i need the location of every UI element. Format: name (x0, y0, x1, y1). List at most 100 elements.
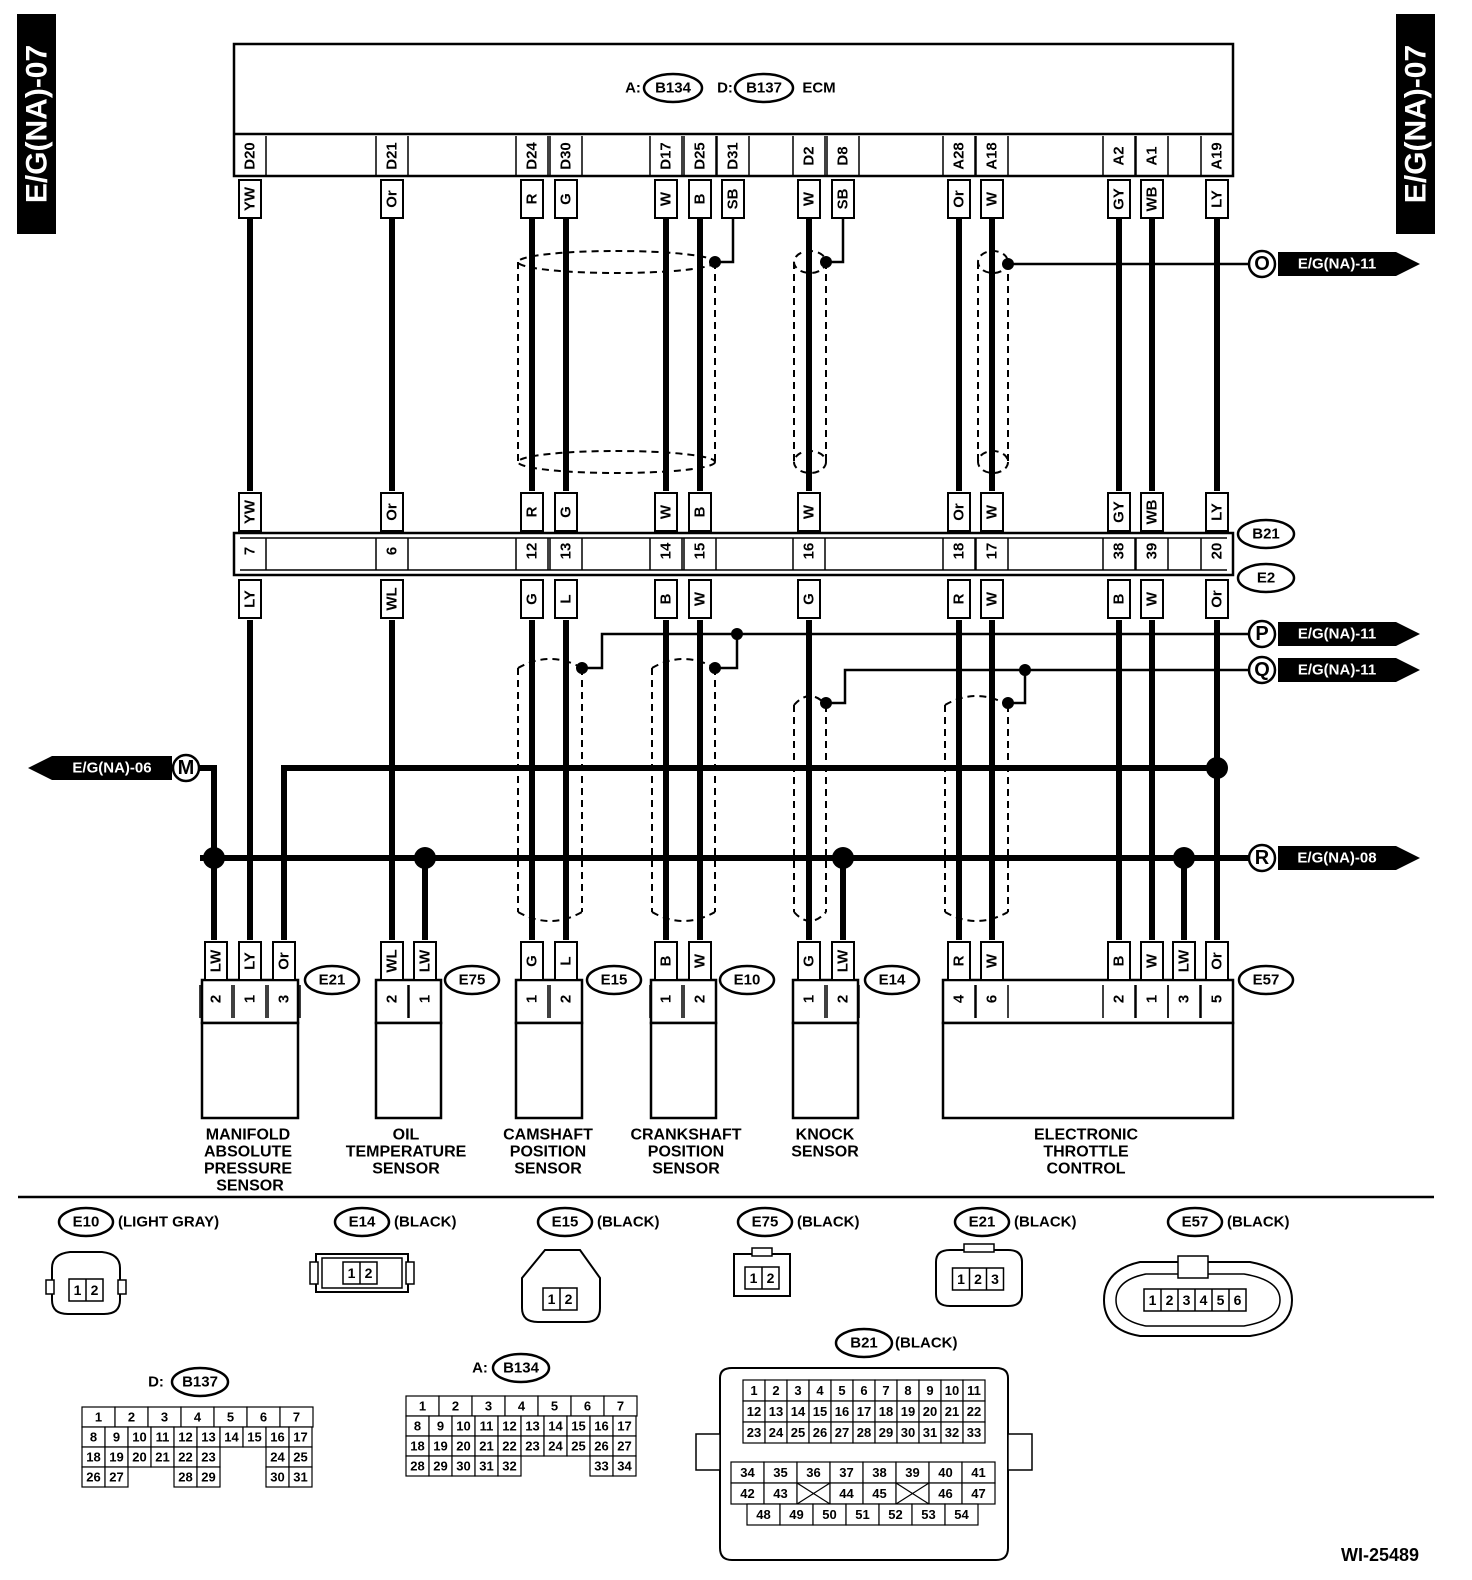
table-b137-cell-label: 29 (201, 1470, 215, 1485)
b21-pin-label: 13 (558, 543, 575, 560)
table-b21-cell-label: 38 (872, 1465, 886, 1480)
b21-wire-color-box (654, 492, 678, 532)
table-b21-cell-label: 35 (773, 1465, 787, 1480)
sensor-wire-color-box (688, 941, 712, 981)
table-b21-cell-label: 12 (747, 1404, 761, 1419)
legend-pin-E10: 1 (74, 1282, 82, 1298)
table-b21-cell-label: 34 (740, 1465, 755, 1480)
conn-label-e57: E57 (1253, 972, 1280, 989)
sensor-wire-color: W (1144, 953, 1161, 968)
sensor-e14-body (791, 1021, 860, 1120)
sensor-wire-color-box (947, 941, 971, 981)
sensor-pin-label: 2 (1111, 995, 1128, 1003)
table-b137-cell-label: 9 (113, 1430, 120, 1445)
shield-upper-cam-crank-top (517, 250, 716, 274)
b21-wire-color-box (554, 492, 578, 532)
table-b137-cell-label: 4 (194, 1410, 202, 1425)
connector-b21-oval (1236, 518, 1296, 550)
component-name-line: SENSOR (372, 1161, 440, 1178)
legend-e57-inner (1115, 1273, 1281, 1327)
table-b137-cell-label: 2 (128, 1410, 135, 1425)
table-b21-cell-label: 4 (816, 1383, 824, 1398)
b21-wire-color-box (238, 492, 262, 532)
table-b137-cell-label: 31 (293, 1470, 307, 1485)
b21-wire-color-box (520, 492, 544, 532)
table-b21-cell-label: 30 (901, 1425, 915, 1440)
junction-dot (203, 847, 225, 869)
connector-e2: E2 (1257, 570, 1275, 587)
ecm-pin-label: D17 (658, 142, 675, 170)
table-b21-cell-label: 44 (839, 1486, 854, 1501)
table-b21-cell-label: 13 (769, 1404, 783, 1419)
table-b137-cell (288, 1466, 313, 1488)
ref-p-arrow (1278, 622, 1420, 646)
page-tag-left: E/G(NA)-07 (21, 45, 54, 203)
legend-conn-E14-oval (333, 1206, 391, 1238)
legend-color-E75: (BLACK) (797, 1214, 859, 1231)
legend-color-E14: (BLACK) (394, 1214, 456, 1231)
table-b134-cell-label: 32 (502, 1459, 516, 1474)
ref-line-p (582, 632, 1248, 670)
legend-pin-row-E21 (951, 1267, 1005, 1291)
b21-wire-color-box (380, 492, 404, 532)
ecm-wire-color-box (554, 179, 578, 219)
table-b134-cell (497, 1455, 522, 1477)
sensor-e57-header (941, 978, 1235, 1025)
legend-pin-E57: 3 (1183, 1292, 1191, 1308)
sensor-wire-color: LW (417, 949, 434, 972)
bus-m-drop (200, 765, 217, 940)
table-b21-cell-label: 28 (857, 1425, 871, 1440)
table-b134-cell-label: 4 (518, 1399, 526, 1414)
ecm-conn-d-oval (733, 72, 795, 104)
table-b134-cell-label: 24 (548, 1439, 563, 1454)
ref-p-label: E/G(NA)-11 (1298, 626, 1376, 643)
table-b137-cell-label: 25 (293, 1450, 307, 1465)
legend-pin-E57: 5 (1217, 1292, 1225, 1308)
table-b21-cell-label: 32 (945, 1425, 959, 1440)
ecm-wire-color-box (1140, 179, 1164, 219)
e2-wire-color: R (951, 593, 968, 604)
e2-wire-color-box (947, 579, 971, 619)
legend-conn-E75-oval (736, 1206, 794, 1238)
table-b137-cell-label: 24 (270, 1450, 285, 1465)
sensor-pin-label: 1 (801, 995, 818, 1003)
table-b21-cell-label: 9 (926, 1383, 933, 1398)
table-b134-cell-label: 18 (410, 1439, 424, 1454)
ref-m-letter: M (178, 757, 195, 779)
sensor-pin-label: 1 (1144, 995, 1161, 1003)
b21-pin-label: 20 (1209, 543, 1226, 560)
table-b21-cell-label: 20 (923, 1404, 937, 1419)
table-b134-cell (612, 1455, 637, 1477)
ecm-pin-label: A28 (951, 142, 968, 170)
table-b21-cell-label: 3 (794, 1383, 801, 1398)
sensor-wire-color: Or (276, 952, 293, 970)
component-name-line: CAMSHAFT (503, 1127, 593, 1144)
sensor-e21-body (200, 1021, 300, 1120)
table-b21-cell-label: 53 (921, 1507, 935, 1522)
shield-upper-cam-crank-bottom (517, 450, 716, 474)
table-b137-cell (104, 1466, 129, 1488)
table-b21-cell-label: 26 (813, 1425, 827, 1440)
e2-wire-color: WL (384, 587, 401, 610)
component-name-line: SENSOR (652, 1161, 720, 1178)
sensor-pin-label: 6 (984, 995, 1001, 1003)
sensor-pin-label: 2 (558, 995, 575, 1003)
page-tag-right: E/G(NA)-07 (1400, 45, 1433, 203)
shield-lower-throttle-bottom (944, 911, 1009, 922)
legend-pin-E75: 2 (767, 1270, 775, 1286)
table-b21-cell-label: 54 (954, 1507, 969, 1522)
sensor-e15-body (514, 1021, 584, 1120)
ecm-wire-color-box (654, 179, 678, 219)
table-b21-cell-label: 16 (835, 1404, 849, 1419)
ecm-wire-color-box (520, 179, 544, 219)
legend-e14-latch (309, 1261, 319, 1285)
legend-e57-outline (1102, 1261, 1294, 1337)
table-b21-cell-label: 49 (789, 1507, 803, 1522)
ref-m-label: E/G(NA)-06 (72, 760, 151, 777)
table-b137-cell-label: 30 (270, 1470, 284, 1485)
table-b134-cell-label: 7 (617, 1399, 624, 1414)
component-name-line: SENSOR (791, 1144, 859, 1161)
table-b134-cell-label: 29 (433, 1459, 447, 1474)
component-name-line: SENSOR (216, 1178, 284, 1195)
e2-wire-color-box (980, 579, 1004, 619)
